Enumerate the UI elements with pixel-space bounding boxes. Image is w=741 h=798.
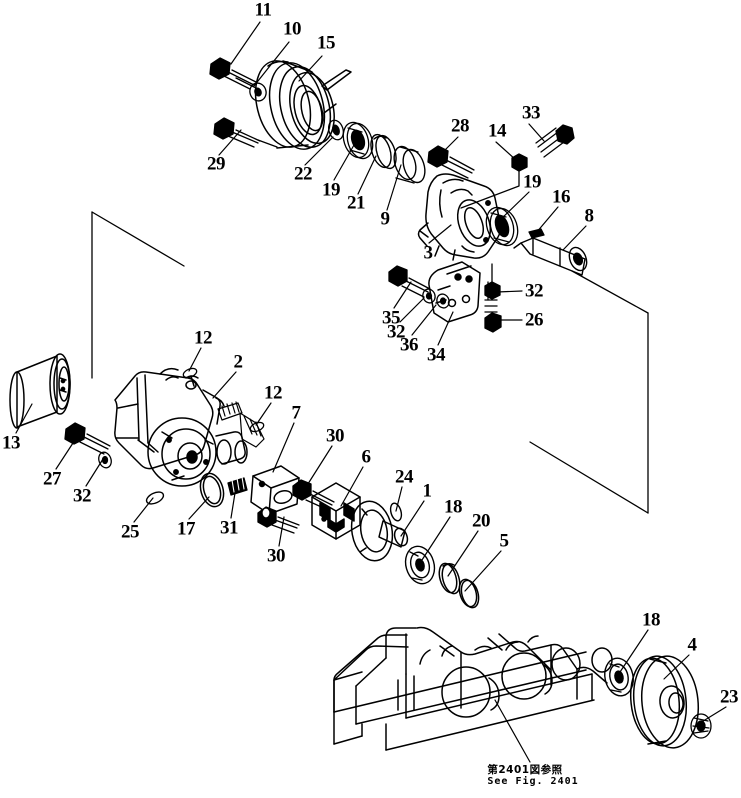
part-5-seal <box>458 578 480 609</box>
part-33-bolt <box>535 124 575 158</box>
part-26-bolt <box>484 281 502 333</box>
part-7-coupling <box>250 465 300 515</box>
callout-12-a: 12 <box>194 327 213 349</box>
part-11-bolt <box>209 57 259 90</box>
part-2-pump-body <box>114 367 248 487</box>
callout-18-b: 18 <box>642 609 661 631</box>
callout-1: 1 <box>422 480 433 502</box>
callout-25: 25 <box>121 521 140 543</box>
callout-20: 20 <box>472 510 491 532</box>
callout-21: 21 <box>347 192 366 214</box>
part-10-washer <box>249 82 267 102</box>
callout-6: 6 <box>361 446 372 468</box>
part-1-drive-flange <box>350 500 409 562</box>
part-19-bearing-a <box>342 121 374 160</box>
callout-5: 5 <box>499 530 510 552</box>
callout-24: 24 <box>395 466 414 488</box>
callout-12-b: 12 <box>264 382 283 404</box>
part-14-nut <box>460 153 528 209</box>
part-29-bolt <box>213 117 278 148</box>
part-18-bearing-a <box>404 545 436 585</box>
callout-16: 16 <box>552 186 571 208</box>
part-25-oring <box>145 491 165 505</box>
callout-31: 31 <box>220 517 239 539</box>
callout-33: 33 <box>522 102 541 124</box>
part-9-spacer <box>393 145 426 184</box>
part-12-dowel-a <box>182 367 198 379</box>
splined-gear <box>217 401 265 448</box>
callout-19-b: 19 <box>523 171 542 193</box>
callout-35: 35 <box>382 307 401 329</box>
part-23-nut <box>690 713 712 739</box>
callout-4: 4 <box>687 634 698 656</box>
callout-34: 34 <box>427 344 446 366</box>
callout-19-a: 19 <box>322 179 341 201</box>
part-32-washer-c <box>98 451 112 469</box>
part-18-bearing-b <box>604 657 634 697</box>
callout-10: 10 <box>283 18 302 40</box>
part-6-coupling-spider <box>311 482 361 540</box>
part-32-washer-b <box>484 263 501 300</box>
callout-30-a: 30 <box>326 425 345 447</box>
callout-3: 3 <box>423 242 434 264</box>
figure-reference-note: 第2401図参照 See Fig. 2401 <box>487 764 578 788</box>
part-17-oring <box>199 472 225 508</box>
callout-14: 14 <box>488 120 507 142</box>
callout-22: 22 <box>294 163 313 185</box>
part-32-washer-a <box>422 288 436 304</box>
callout-2: 2 <box>233 351 244 373</box>
callout-26: 26 <box>525 309 544 331</box>
part-22-seal <box>328 119 344 141</box>
callout-36: 36 <box>400 334 419 356</box>
part-35-bolt <box>388 265 431 298</box>
figure-reference-english: See Fig. 2401 <box>487 776 579 788</box>
callout-9: 9 <box>380 208 391 230</box>
part-19-bearing-b <box>485 206 519 247</box>
part-12-dowel-b <box>249 421 265 433</box>
callout-18-a: 18 <box>444 496 463 518</box>
part-8-shaft <box>513 237 588 276</box>
callout-27: 27 <box>43 468 62 490</box>
callout-7: 7 <box>291 402 302 424</box>
part-4-pulley <box>629 655 700 749</box>
part-28-bolt <box>427 145 475 179</box>
part-3-housing <box>417 173 502 261</box>
part-21-snap-ring <box>370 133 397 170</box>
callout-8: 8 <box>584 205 595 227</box>
callout-23: 23 <box>720 686 739 708</box>
part-30-bolt-b <box>257 506 300 534</box>
part-36-washer <box>436 293 450 309</box>
part-24-snap-ring <box>389 502 403 522</box>
callout-17: 17 <box>177 518 196 540</box>
part-13-oil-filter <box>9 353 71 429</box>
callout-29: 29 <box>207 153 226 175</box>
figure-reference-japanese: 第2401図参照 <box>487 764 563 776</box>
section-bracket <box>91 211 649 514</box>
callout-32-a: 32 <box>387 321 406 343</box>
callout-32-c: 32 <box>73 485 92 507</box>
part-20-snap-ring <box>438 562 461 595</box>
callout-13: 13 <box>2 432 21 454</box>
callout-11: 11 <box>254 0 272 21</box>
part-31-coupler <box>227 476 248 496</box>
callout-28: 28 <box>451 115 470 137</box>
part-16-key <box>528 228 545 239</box>
part-15-clutch-pulley <box>254 60 352 150</box>
callout-30-b: 30 <box>267 545 286 567</box>
callout-15: 15 <box>317 32 336 54</box>
part-27-bolt <box>64 422 111 455</box>
callout-32-b: 32 <box>525 280 544 302</box>
